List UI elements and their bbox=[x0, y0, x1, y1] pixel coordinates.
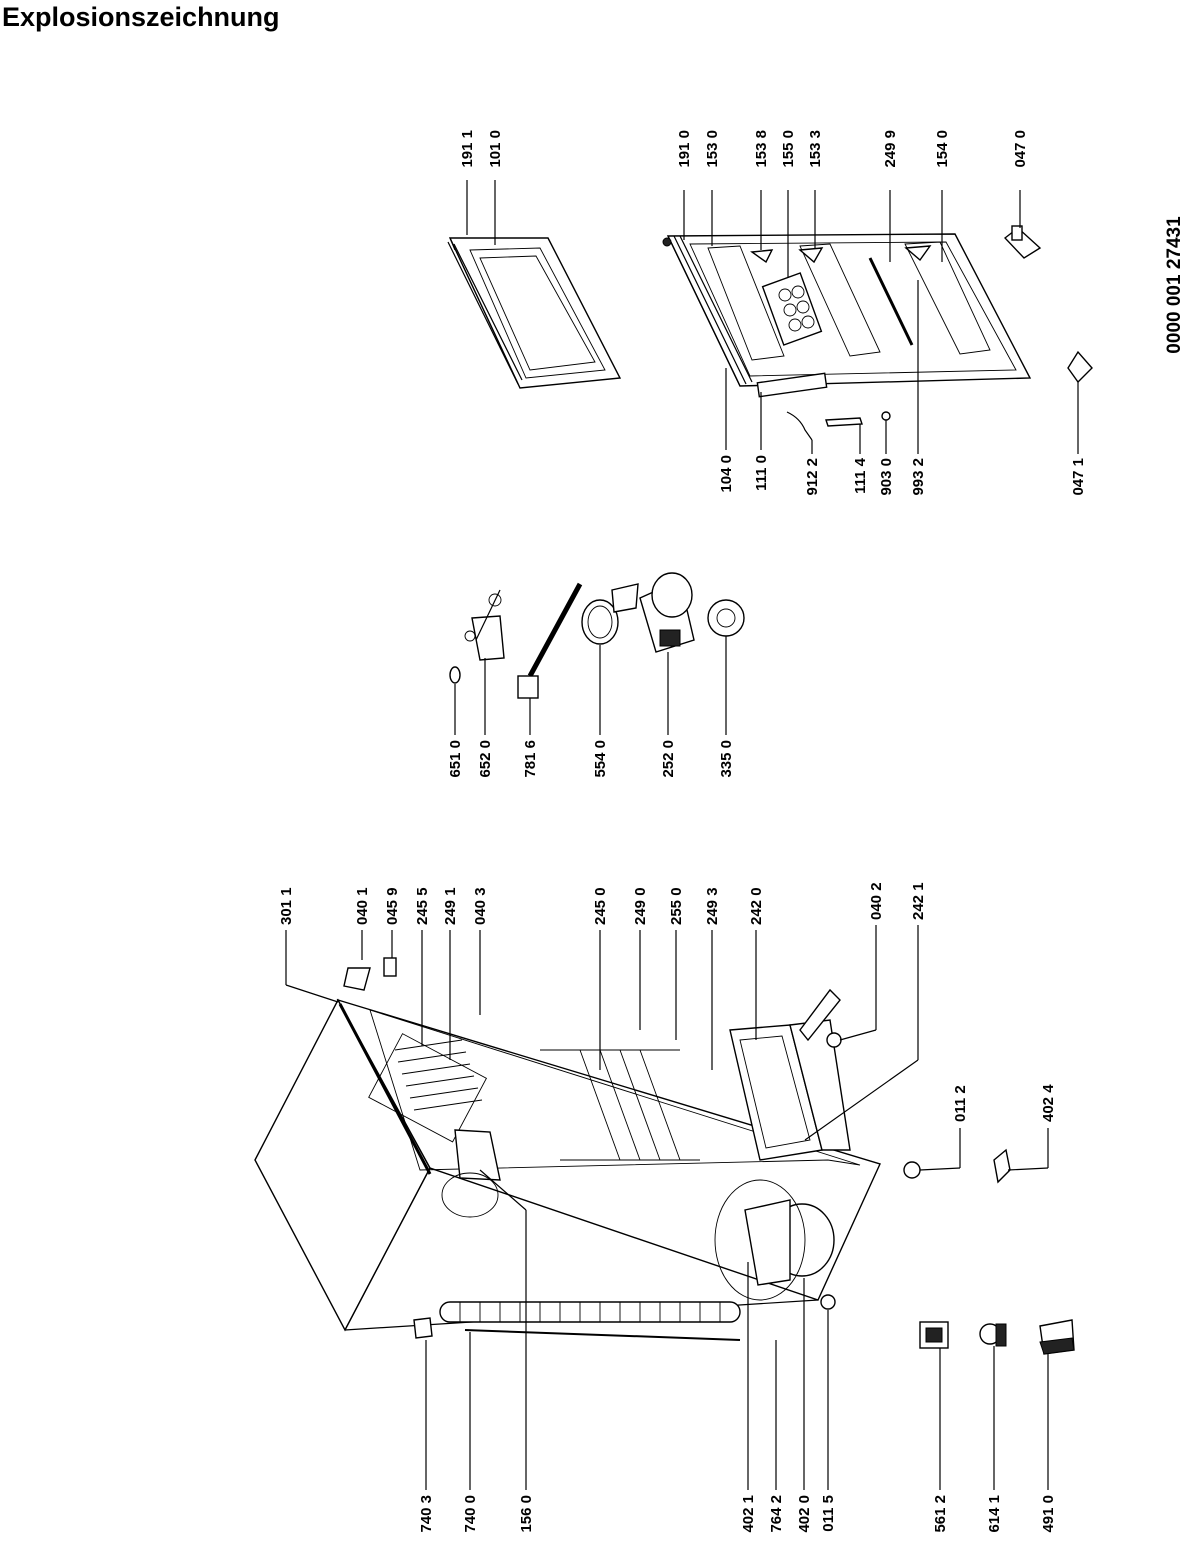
label-111-4: 111 4 bbox=[852, 457, 869, 494]
label-652-0: 652 0 bbox=[477, 740, 494, 778]
screw-part bbox=[881, 411, 891, 421]
capillary-part bbox=[517, 582, 583, 699]
label-153-0: 153 0 bbox=[704, 130, 721, 168]
label-301-1: 301 1 bbox=[278, 887, 295, 925]
hinge-bottom-part bbox=[1067, 350, 1093, 384]
label-249-3: 249 3 bbox=[704, 887, 721, 925]
main-door bbox=[662, 233, 1032, 398]
label-614-1: 614 1 bbox=[986, 1495, 1003, 1533]
label-011-2: 011 2 bbox=[952, 1085, 969, 1122]
label-040-3: 040 3 bbox=[472, 887, 489, 925]
label-040-1: 040 1 bbox=[354, 887, 371, 925]
label-047-0: 047 0 bbox=[1012, 130, 1029, 168]
label-154-0: 154 0 bbox=[934, 130, 951, 168]
label-011-5: 011 5 bbox=[820, 1495, 837, 1532]
label-764-2: 764 2 bbox=[768, 1495, 785, 1533]
knob-part bbox=[707, 599, 745, 637]
part-labels: 191 1 101 0 191 0 153 0 153 8 155 0 153 … bbox=[278, 130, 1087, 1533]
label-191-1: 191 1 bbox=[459, 130, 476, 168]
label-740-3: 740 3 bbox=[418, 1495, 435, 1533]
freezer-door bbox=[447, 237, 622, 389]
label-554-0: 554 0 bbox=[592, 740, 609, 778]
doc-number: 0000 001 27431 bbox=[1164, 216, 1185, 354]
label-245-0: 245 0 bbox=[592, 887, 609, 925]
label-561-2: 561 2 bbox=[932, 1495, 949, 1533]
label-993-2: 993 2 bbox=[910, 458, 927, 496]
label-045-9: 045 9 bbox=[384, 887, 401, 925]
lamp-housing-part bbox=[581, 583, 639, 645]
label-101-0: 101 0 bbox=[487, 130, 504, 168]
clamp-part bbox=[979, 1323, 1007, 1347]
label-111-0: 111 0 bbox=[753, 455, 770, 491]
label-155-0: 155 0 bbox=[780, 130, 797, 168]
label-651-0: 651 0 bbox=[447, 740, 464, 778]
label-104-0: 104 0 bbox=[718, 455, 735, 493]
label-191-0: 191 0 bbox=[676, 130, 693, 168]
cabinet bbox=[254, 957, 1011, 1341]
label-252-0: 252 0 bbox=[660, 740, 677, 778]
label-249-9: 249 9 bbox=[882, 130, 899, 168]
label-912-2: 912 2 bbox=[804, 458, 821, 496]
label-153-8: 153 8 bbox=[753, 130, 770, 168]
label-903-0: 903 0 bbox=[878, 458, 895, 496]
relay-part bbox=[919, 1321, 949, 1349]
label-402-0: 402 0 bbox=[796, 1495, 813, 1533]
label-245-5: 245 5 bbox=[414, 887, 431, 925]
label-242-0: 242 0 bbox=[748, 887, 765, 925]
label-156-0: 156 0 bbox=[518, 1495, 535, 1533]
label-740-0: 740 0 bbox=[462, 1495, 479, 1533]
label-040-2: 040 2 bbox=[868, 882, 885, 920]
label-249-1: 249 1 bbox=[442, 887, 459, 925]
label-249-0: 249 0 bbox=[632, 887, 649, 925]
label-153-3: 153 3 bbox=[807, 130, 824, 168]
label-402-1: 402 1 bbox=[740, 1495, 757, 1533]
bulb-part bbox=[449, 666, 461, 684]
thermostat-bracket bbox=[464, 589, 505, 661]
cover-box-part bbox=[1039, 1319, 1075, 1355]
label-781-6: 781 6 bbox=[522, 740, 539, 778]
label-255-0: 255 0 bbox=[668, 887, 685, 925]
handle-cover-part bbox=[825, 417, 863, 427]
label-047-1: 047 1 bbox=[1070, 458, 1087, 496]
spring-part bbox=[786, 411, 813, 441]
label-335-0: 335 0 bbox=[718, 740, 735, 778]
control-box-part bbox=[639, 572, 695, 653]
page-title: Explosionszeichnung bbox=[2, 2, 280, 32]
label-402-4: 402 4 bbox=[1040, 1084, 1057, 1122]
label-242-1: 242 1 bbox=[910, 882, 927, 920]
label-491-0: 491 0 bbox=[1040, 1495, 1057, 1533]
